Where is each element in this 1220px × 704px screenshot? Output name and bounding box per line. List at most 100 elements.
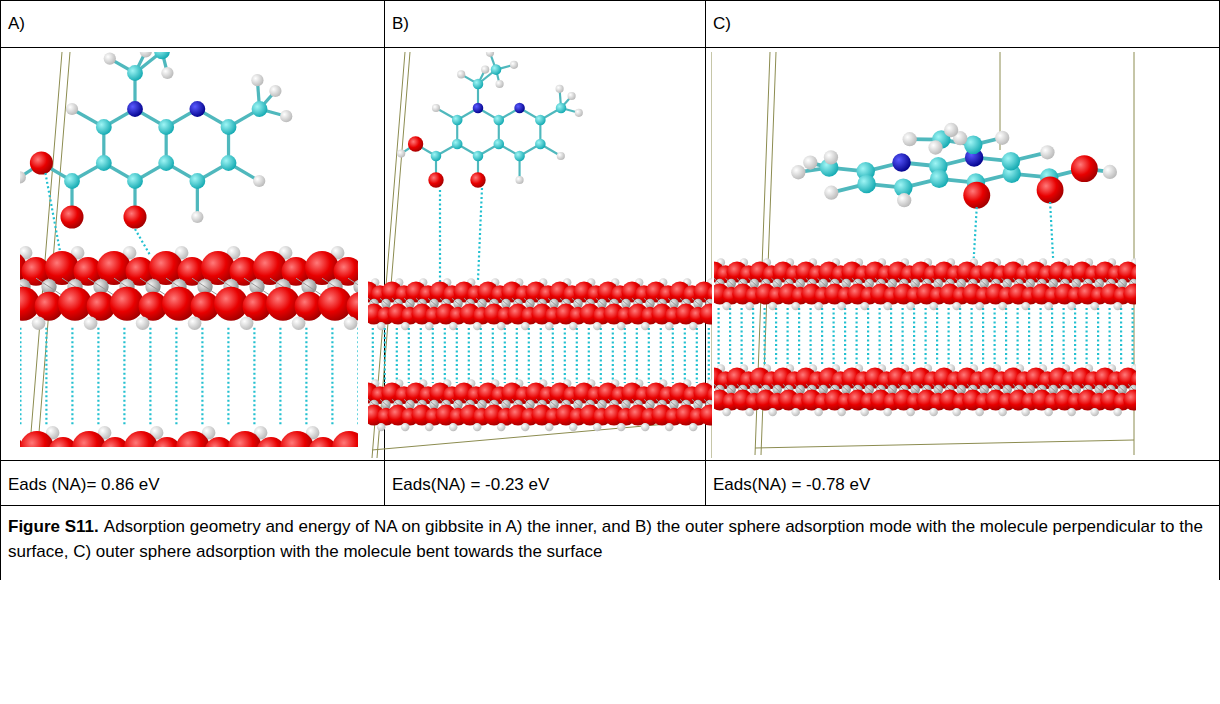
hydrogen-bond xyxy=(844,308,846,365)
cell-text: Eads(NA) = -0.78 eV xyxy=(713,472,1212,497)
atom xyxy=(428,172,443,187)
hydrogen-bond xyxy=(936,308,938,365)
atom xyxy=(473,423,481,431)
atom xyxy=(575,109,583,117)
hydrogen-bond xyxy=(624,328,626,383)
atom xyxy=(251,74,263,86)
hydrogen-bond xyxy=(982,308,984,365)
hydrogen-bond xyxy=(740,308,742,365)
hydrogen-bond xyxy=(227,328,229,426)
grid-line xyxy=(0,47,1220,48)
hydrogen-bond xyxy=(974,207,977,258)
atom xyxy=(486,52,494,57)
hydrogen-bond xyxy=(752,308,754,365)
hydrogen-bond xyxy=(305,328,307,426)
atom xyxy=(906,408,914,416)
atom xyxy=(944,123,958,137)
atom xyxy=(535,139,546,150)
atom xyxy=(514,103,525,114)
hydrogen-bond xyxy=(855,308,857,365)
atom xyxy=(20,431,54,447)
hydrogen-bond xyxy=(717,308,719,365)
atom xyxy=(963,182,990,209)
atom xyxy=(191,211,203,223)
atom xyxy=(860,408,868,416)
caption-body: Figure S11.Adsorption geometry and energ… xyxy=(8,514,1212,564)
hydrogen-bond xyxy=(1085,308,1087,365)
atom xyxy=(30,151,53,174)
atom xyxy=(72,431,106,447)
hydrogen-bond xyxy=(552,328,554,383)
adsorption-illustration xyxy=(368,52,712,458)
atom xyxy=(722,408,730,416)
hydrogen-bond xyxy=(821,308,823,365)
hydrogen-bond xyxy=(1028,308,1030,365)
hydrogen-bond xyxy=(372,328,374,383)
hydrogen-bond xyxy=(20,328,21,426)
atom xyxy=(494,115,505,126)
hydrogen-bond xyxy=(1016,308,1018,365)
atom xyxy=(140,52,152,58)
atom xyxy=(689,423,697,431)
atom xyxy=(449,423,457,431)
hydrogen-bond xyxy=(408,328,410,383)
atom xyxy=(617,423,625,431)
atom xyxy=(280,110,292,122)
hydrogen-bond xyxy=(684,328,686,383)
hydrogen-bond xyxy=(636,328,638,383)
cell-frame xyxy=(755,440,1134,448)
hydrogen-bond xyxy=(809,308,811,365)
grid-line xyxy=(0,0,1220,1)
column-heading: B) xyxy=(384,0,705,47)
atom xyxy=(377,423,385,431)
grid-line xyxy=(0,505,1220,506)
table-grid xyxy=(0,0,1220,580)
atom xyxy=(521,423,529,431)
figure-caption: Figure S11.Adsorption geometry and energ… xyxy=(0,505,1220,572)
energy-cell: Eads (NA)= 0.86 eV xyxy=(0,460,384,505)
cell-frame xyxy=(30,52,62,445)
atom xyxy=(568,92,576,100)
hydrogen-bond xyxy=(660,328,662,383)
atom xyxy=(127,65,143,81)
hydrogen-bond xyxy=(970,308,972,365)
hydrogen-bond xyxy=(763,308,765,365)
atom xyxy=(700,405,713,426)
hydrogen-bond xyxy=(672,328,674,383)
hydrogen-bond xyxy=(384,328,386,383)
atom xyxy=(556,103,567,114)
hydrogen-bond xyxy=(1062,308,1064,365)
atom xyxy=(824,150,838,164)
atom xyxy=(803,155,817,169)
atom xyxy=(344,316,358,330)
column-heading: A) xyxy=(0,0,384,47)
hydrogen-bond xyxy=(600,328,602,383)
atom xyxy=(897,193,911,207)
atom xyxy=(280,431,314,447)
column-heading: C) xyxy=(705,0,1220,47)
atom xyxy=(481,66,489,74)
hydrogen-bond xyxy=(279,328,281,426)
hydrogen-bond xyxy=(798,308,800,365)
atom xyxy=(593,423,601,431)
cell-text: Eads(NA) = -0.23 eV xyxy=(392,472,697,497)
hydrogen-bond xyxy=(135,229,150,255)
hydrogen-bond xyxy=(331,328,333,426)
atom xyxy=(641,423,649,431)
atom xyxy=(64,173,80,189)
atom xyxy=(1071,155,1098,182)
caption-text: Adsorption geometry and energy of NA on … xyxy=(8,517,1203,561)
atom xyxy=(1021,408,1029,416)
hydrogen-bond xyxy=(468,328,470,383)
hydrogen-bond xyxy=(1097,308,1099,365)
hydrogen-bond xyxy=(492,328,494,383)
hydrogen-bond xyxy=(1039,308,1041,365)
hydrogen-bond xyxy=(516,328,518,383)
atom xyxy=(253,175,265,187)
hydrogen-bond xyxy=(357,328,358,426)
hydrogen-bond xyxy=(878,308,880,365)
cell-frame xyxy=(38,52,70,445)
atom xyxy=(452,139,463,150)
atom xyxy=(66,103,78,115)
atom xyxy=(892,153,910,171)
